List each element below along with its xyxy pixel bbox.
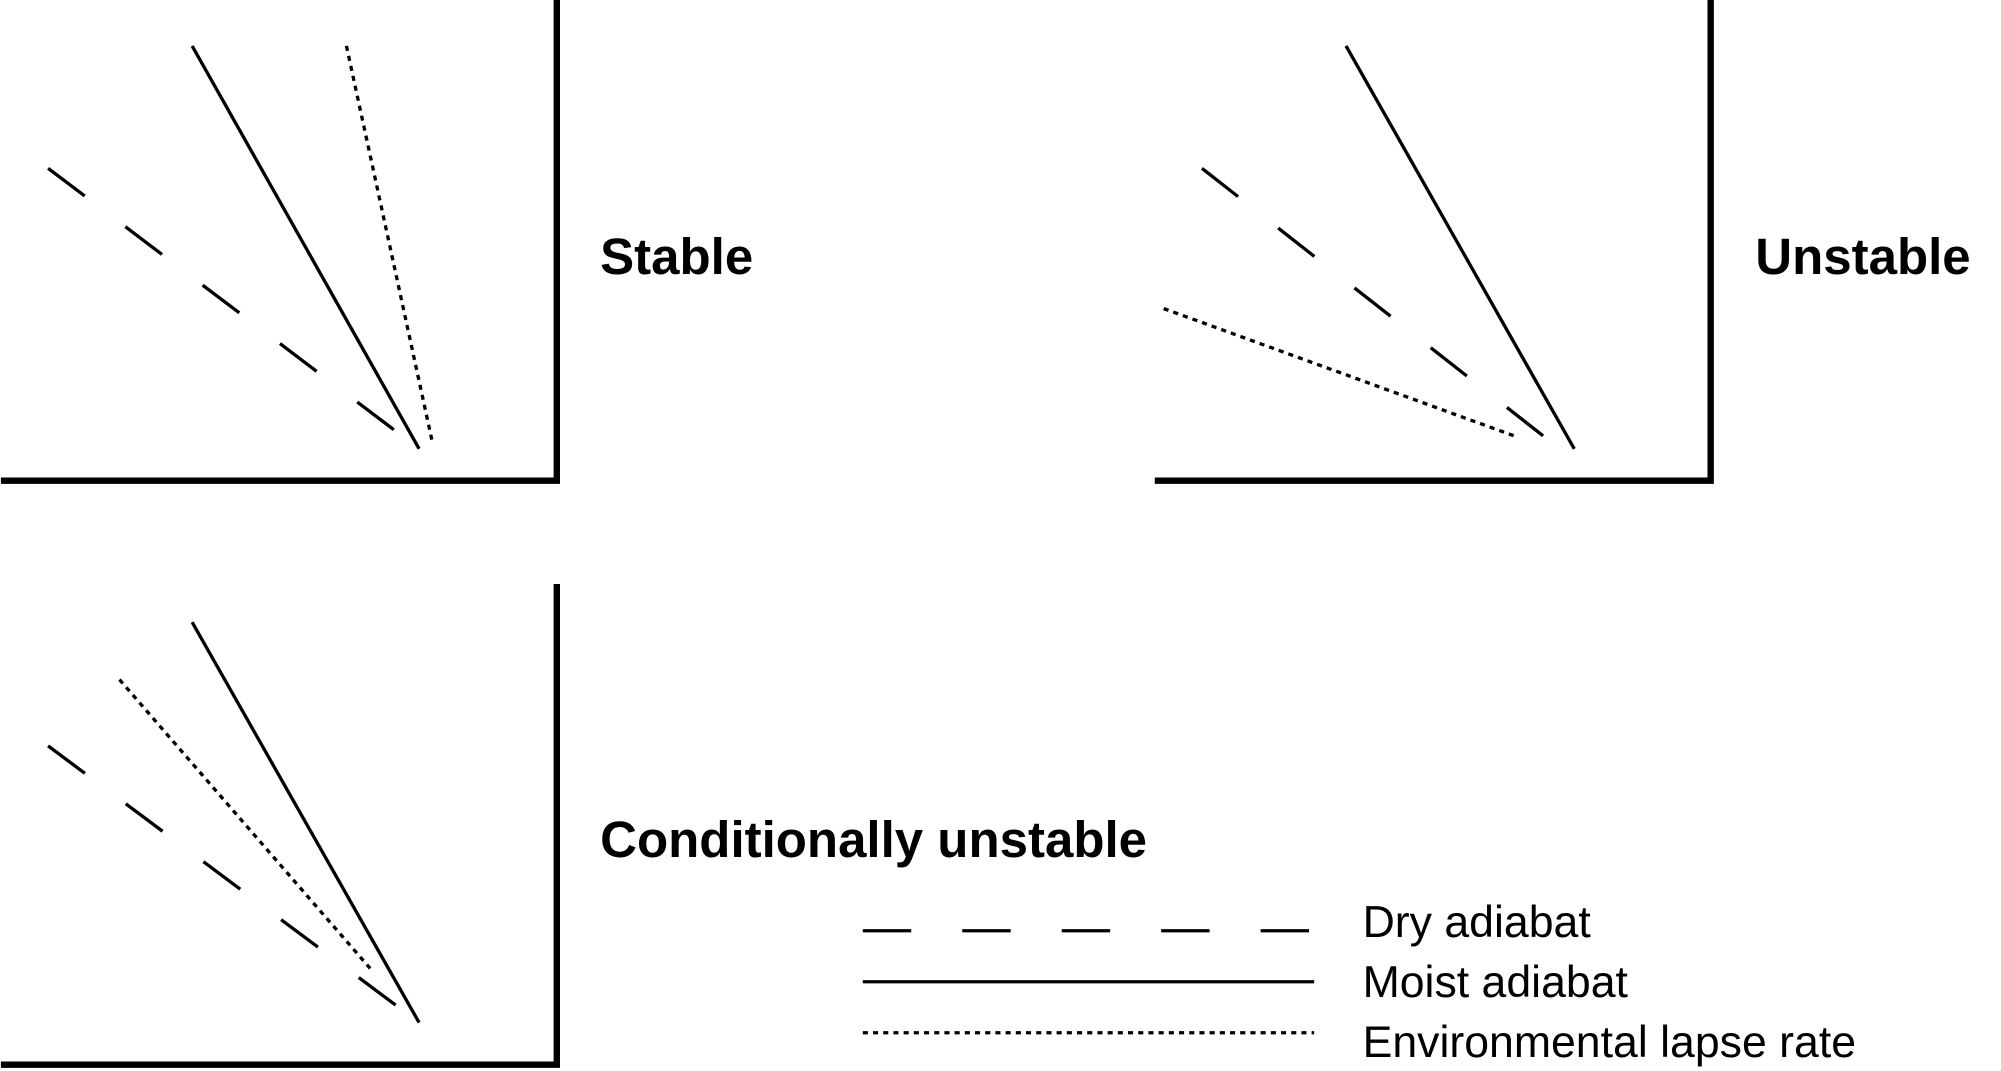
legend-env-label: Environmental lapse rate	[1363, 1018, 1856, 1067]
panel-label: Unstable	[1755, 228, 1970, 285]
environmental-lapse-line	[118, 678, 372, 971]
dry-adiabat-line	[47, 744, 421, 1024]
panel-frame	[0, 0, 560, 484]
panel-stable: Stable	[0, 0, 753, 484]
legend-moist-label: Moist adiabat	[1363, 958, 1629, 1007]
panel-label: Stable	[600, 228, 753, 285]
dry-adiabat-line	[1200, 166, 1558, 448]
environmental-lapse-line	[344, 45, 434, 441]
panel-frame	[0, 583, 560, 1068]
panel-conditionally-unstable: Conditionally unstable	[0, 583, 1147, 1068]
panel-frame	[1154, 0, 1714, 484]
dry-adiabat-line	[47, 166, 421, 451]
moist-adiabat-line	[1344, 45, 1576, 450]
legend: Dry adiabat Moist adiabat Environmental …	[862, 898, 1856, 1067]
environmental-lapse-line	[1163, 306, 1519, 439]
moist-adiabat-line	[190, 621, 421, 1024]
moist-adiabat-line	[190, 45, 421, 450]
panel-label: Conditionally unstable	[600, 811, 1147, 868]
legend-dry-label: Dry adiabat	[1363, 898, 1592, 947]
panel-unstable: Unstable	[1154, 0, 1971, 484]
